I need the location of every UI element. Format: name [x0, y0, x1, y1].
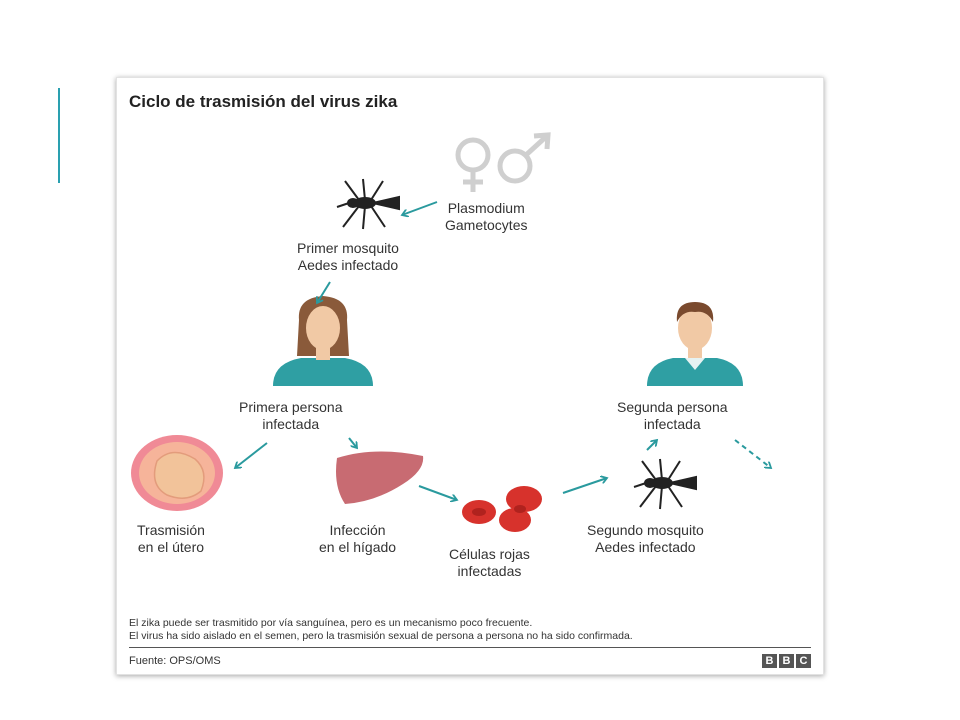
arrow-liver-to-cells — [418, 485, 457, 500]
page-title: Ciclo de trasmisión del virus zika — [129, 92, 398, 111]
gender-symbols-icon — [455, 132, 551, 192]
bbc-logo: B B C — [762, 654, 811, 668]
infographic-card: Ciclo de trasmisión del virus zika Plasm… — [116, 77, 824, 675]
label-second-person: Segunda persona infectada — [617, 399, 728, 432]
arrow-person-to-uterus — [235, 442, 268, 468]
label-first-mosquito: Primer mosquito Aedes infectado — [297, 240, 399, 273]
red-blood-cells-icon — [462, 486, 542, 532]
arrow-cells-to-mosquito — [562, 478, 607, 494]
man-icon — [647, 302, 743, 386]
arrow-second-person-onward — [734, 439, 771, 468]
mosquito-icon — [336, 178, 400, 230]
arrow-gametocytes-to-mosquito — [402, 201, 438, 215]
label-uterus: Trasmisión en el útero — [137, 522, 205, 555]
label-first-person: Primera persona infectada — [239, 399, 343, 432]
mosquito-icon — [633, 458, 697, 510]
diagram — [131, 132, 823, 532]
woman-icon — [273, 296, 373, 386]
label-liver: Infección en el hígado — [319, 522, 397, 555]
label-red-cells: Células rojas infectadas — [449, 546, 530, 579]
divider — [129, 647, 811, 648]
source-credit: Fuente: OPS/OMS — [129, 655, 221, 667]
accent-bar — [58, 88, 60, 183]
liver-icon — [336, 451, 424, 504]
uterus-fetus-icon — [131, 435, 223, 511]
arrow-mosquito-to-second-person — [646, 440, 657, 451]
footnotes: El zika puede ser trasmitido por vía san… — [129, 617, 633, 643]
label-second-mosquito: Segundo mosquito Aedes infectado — [587, 522, 704, 555]
footnote: El virus ha sido aislado en el semen, pe… — [129, 630, 633, 642]
arrow-mosquito-to-person — [317, 281, 331, 303]
footnote: El zika puede ser trasmitido por vía san… — [129, 617, 533, 629]
label-gametocytes: Plasmodium Gametocytes — [445, 200, 528, 233]
arrow-person-to-liver — [348, 437, 357, 448]
